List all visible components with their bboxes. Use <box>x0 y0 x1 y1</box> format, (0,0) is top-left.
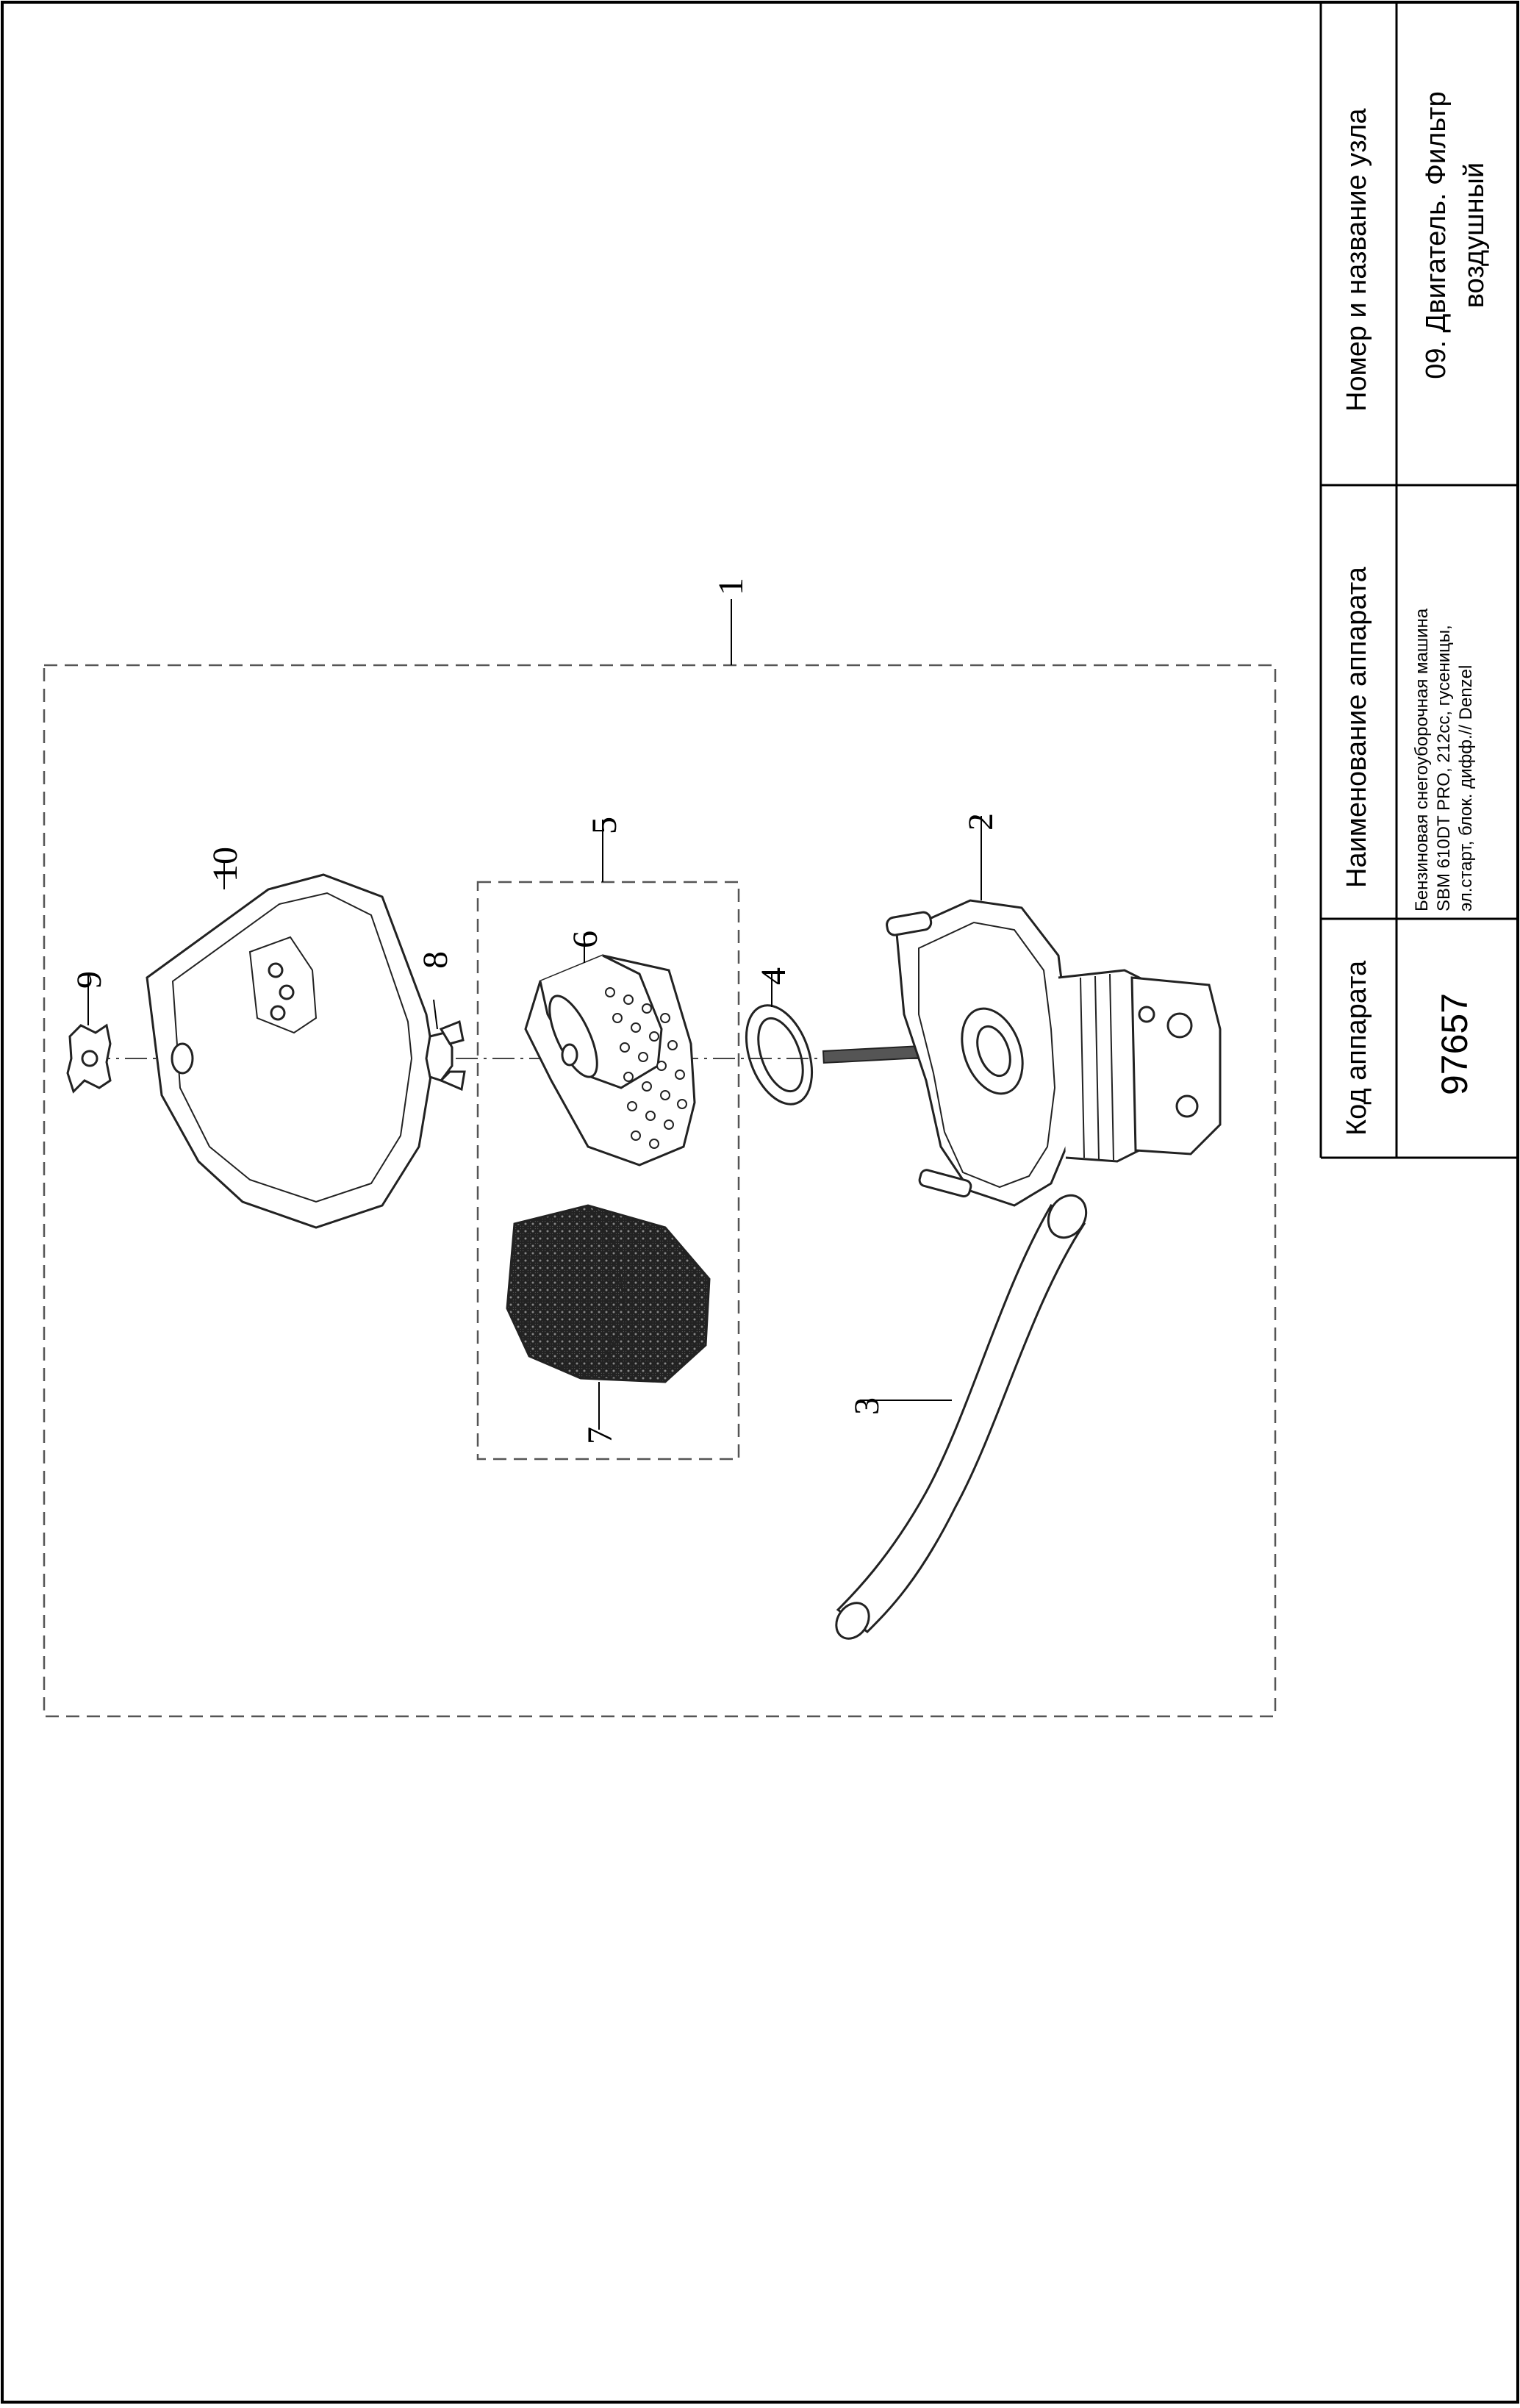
title-block-grid <box>1319 2 1518 1159</box>
threaded-stud <box>822 1044 928 1064</box>
callout-3: 3 <box>847 1397 886 1415</box>
unit-line-2: воздушный <box>1459 162 1490 309</box>
callout-1: 1 <box>711 578 750 595</box>
code-value: 97657 <box>1434 992 1475 1095</box>
device-header: Наименование аппарата <box>1341 567 1372 888</box>
foam-prefilter <box>506 1204 711 1383</box>
device-line-2: SBM 610DT PRO, 212cc, гусеницы, <box>1434 625 1454 911</box>
wing-knob <box>66 1023 112 1094</box>
callout-10: 10 <box>206 847 245 882</box>
device-name: Бензиновая снегоуборочная машина SBM 610… <box>1411 609 1477 911</box>
filter-base <box>886 899 1222 1207</box>
callout-2: 2 <box>961 813 1000 831</box>
device-line-3: эл.старт, блок. дифф.// Denzel <box>1456 664 1476 911</box>
unit-header: Номер и название узла <box>1341 108 1372 412</box>
callout-7: 7 <box>581 1427 620 1444</box>
callout-labels: 1 2 3 4 5 6 7 8 9 10 <box>70 578 1000 1444</box>
unit-line-1: 09. Двигатель. Фильтр <box>1421 91 1452 379</box>
gasket <box>745 1004 814 1106</box>
unit-name: 09. Двигатель. Фильтр воздушный <box>1417 59 1494 412</box>
filter-element <box>524 954 696 1167</box>
callout-6: 6 <box>566 931 605 948</box>
breather-hose <box>835 1194 1088 1640</box>
callout-4: 4 <box>754 967 793 985</box>
assembly-boundary <box>43 664 1277 1718</box>
leader-lines <box>87 599 982 1430</box>
wing-nut <box>425 1020 466 1092</box>
device-line-1: Бензиновая снегоуборочная машина <box>1412 608 1432 911</box>
air-filter-cover <box>146 873 435 1229</box>
callout-5: 5 <box>585 817 624 834</box>
code-header: Код аппарата <box>1341 960 1372 1136</box>
subassembly-boundary <box>476 881 740 1461</box>
callout-9: 9 <box>70 971 109 989</box>
callout-8: 8 <box>416 951 455 969</box>
